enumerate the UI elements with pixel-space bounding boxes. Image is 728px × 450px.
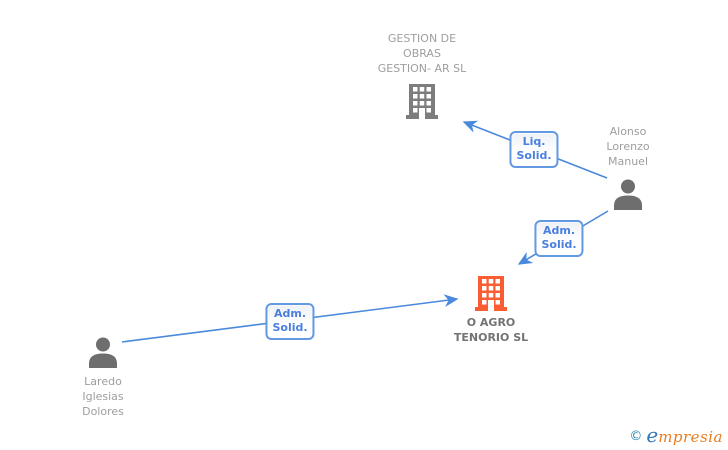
edge-label-liq-solid: Liq. Solid.	[509, 131, 559, 168]
node-alonso-lorenzo-manuel[interactable]: Alonso Lorenzo Manuel	[578, 124, 678, 210]
node-o-agro-tenorio[interactable]: O AGRO TENORIO SL	[431, 276, 551, 345]
company-name-line: GESTION DE	[387, 32, 457, 45]
company-name: GESTION DE OBRAS GESTION- AR SL	[342, 31, 502, 76]
building-icon-highlighted	[475, 276, 507, 311]
empresia-logo[interactable]: ©empresia	[629, 423, 723, 447]
node-laredo-iglesias-dolores[interactable]: Laredo Iglesias Dolores	[53, 337, 153, 419]
person-icon	[614, 179, 642, 210]
person-name-line: Lorenzo	[606, 140, 650, 153]
edge-label-line: Solid.	[272, 321, 308, 334]
company-name-line: TENORIO SL	[453, 331, 529, 344]
edge-label-line: Solid.	[541, 238, 577, 251]
edge-label-adm-solid-left: Adm. Solid.	[265, 303, 315, 340]
company-name-highlighted: O AGRO TENORIO SL	[431, 315, 551, 345]
edge-label-adm-solid-right: Adm. Solid.	[534, 220, 584, 257]
company-name-line: GESTION- AR SL	[377, 62, 467, 75]
person-name-line: Dolores	[82, 405, 124, 418]
edge-label-line: Adm.	[273, 307, 307, 320]
company-name-line: OBRAS	[403, 47, 441, 60]
node-gestion-de-obras[interactable]: GESTION DE OBRAS GESTION- AR SL	[342, 31, 502, 119]
brand-letter-e: e	[646, 423, 659, 447]
copyright-icon: ©	[629, 429, 643, 444]
company-name-line: O AGRO	[466, 316, 516, 329]
person-name-line: Manuel	[608, 155, 648, 168]
person-icon	[89, 337, 117, 368]
edge-label-line: Adm.	[542, 224, 576, 237]
edge-label-line: Solid.	[516, 149, 552, 162]
person-name-line: Iglesias	[82, 390, 124, 403]
person-name-line: Alonso	[609, 125, 647, 138]
building-icon	[406, 84, 438, 119]
brand-text: mpresia	[658, 428, 723, 446]
person-name: Alonso Lorenzo Manuel	[578, 124, 678, 169]
person-name: Laredo Iglesias Dolores	[53, 374, 153, 419]
person-name-line: Laredo	[84, 375, 122, 388]
edge-label-line: Liq.	[522, 135, 546, 148]
